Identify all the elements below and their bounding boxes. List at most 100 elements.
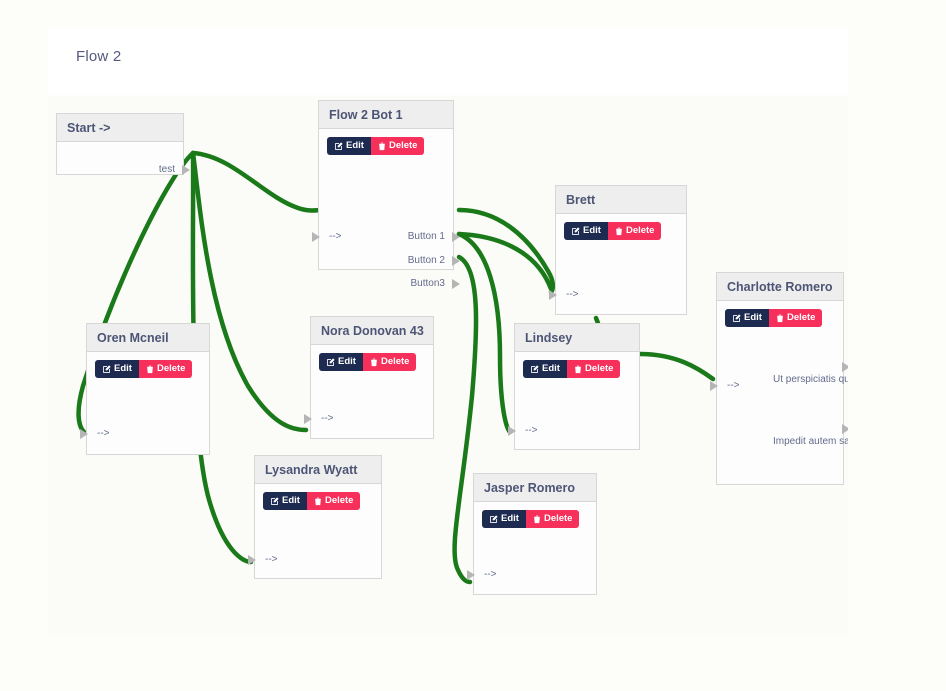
output-port-button-3[interactable]: Button3: [411, 278, 460, 289]
edit-button-label: Edit: [501, 513, 519, 525]
input-port-label: -->: [265, 554, 278, 565]
delete-button[interactable]: Delete: [370, 137, 425, 155]
port-arrow-icon: [452, 278, 460, 289]
trash-icon: [533, 515, 541, 524]
node-header: Lysandra Wyatt: [255, 456, 381, 484]
node-body: Edit Delete -->: [508, 352, 639, 449]
edit-button[interactable]: Edit: [523, 360, 567, 378]
delete-button[interactable]: Delete: [768, 309, 823, 327]
edit-button-label: Edit: [282, 495, 300, 507]
port-arrow-icon: [182, 164, 190, 175]
edit-button[interactable]: Edit: [482, 510, 526, 528]
output-port-1[interactable]: Ut perspiciatis qua: [772, 361, 848, 386]
node-oren-mcneil[interactable]: Oren Mcneil Edit Delete -->: [80, 323, 210, 455]
delete-button-label: Delete: [584, 363, 614, 375]
node-header: Nora Donovan 43: [311, 317, 433, 345]
port-arrow-icon: [304, 413, 312, 424]
input-port-label: -->: [484, 569, 497, 580]
trash-icon: [378, 142, 386, 151]
input-port-label: -->: [97, 428, 110, 439]
input-port[interactable]: -->: [312, 231, 342, 242]
trash-icon: [370, 358, 378, 367]
node-lindsey[interactable]: Lindsey Edit Delete -->: [508, 323, 640, 450]
input-port[interactable]: -->: [80, 428, 110, 439]
delete-button-label: Delete: [388, 140, 418, 152]
edit-button[interactable]: Edit: [564, 222, 608, 240]
edit-button-label: Edit: [338, 356, 356, 368]
page-title: Flow 2: [76, 48, 122, 65]
edit-button[interactable]: Edit: [319, 353, 363, 371]
output-port-label: Button 1: [407, 231, 445, 242]
output-port-button-2[interactable]: Button 2: [408, 255, 460, 266]
delete-button-label: Delete: [786, 312, 816, 324]
edge-lindsey-to-charlotte: [637, 351, 716, 382]
node-title: Flow 2 Bot 1: [329, 107, 403, 122]
node-header: Charlotte Romero: [717, 273, 843, 301]
delete-button[interactable]: Delete: [138, 360, 193, 378]
output-port-label: Button3: [410, 278, 445, 289]
output-port-button-1[interactable]: Button 1: [408, 231, 460, 242]
node-title: Lysandra Wyatt: [265, 462, 358, 477]
pencil-square-icon: [530, 364, 539, 374]
delete-button-label: Delete: [625, 225, 655, 237]
edit-button-label: Edit: [542, 363, 560, 375]
output-port-test[interactable]: test: [159, 164, 190, 175]
trash-icon: [615, 227, 623, 236]
flow-canvas[interactable]: Start -> test Flow 2 Bot 1 Edit: [48, 96, 848, 635]
input-port[interactable]: -->: [508, 425, 538, 436]
delete-button[interactable]: Delete: [566, 360, 621, 378]
port-arrow-icon: [248, 554, 256, 565]
node-actions: Edit Delete: [311, 353, 433, 371]
output-port-2[interactable]: Impedit autem sapie: [772, 423, 848, 448]
delete-button-label: Delete: [380, 356, 410, 368]
edit-button-label: Edit: [114, 363, 132, 375]
node-brett[interactable]: Brett Edit Delete -->: [549, 185, 687, 315]
node-body: Edit Delete -->: [80, 352, 209, 454]
port-arrow-icon: [842, 423, 848, 434]
input-port[interactable]: -->: [549, 289, 579, 300]
node-start[interactable]: Start -> test: [56, 113, 190, 175]
node-actions: Edit Delete: [515, 360, 639, 378]
pencil-square-icon: [102, 364, 111, 374]
pencil-square-icon: [334, 141, 343, 151]
node-nora-donovan-43[interactable]: Nora Donovan 43 Edit Delete -->: [304, 316, 434, 439]
edge-button2-to-brett: [456, 231, 554, 292]
delete-button[interactable]: Delete: [607, 222, 662, 240]
node-actions: Edit Delete: [556, 222, 686, 240]
input-port[interactable]: -->: [248, 554, 278, 565]
input-port[interactable]: -->: [467, 569, 497, 580]
port-arrow-icon: [710, 380, 718, 391]
node-header: Flow 2 Bot 1: [319, 101, 453, 129]
port-arrow-icon: [80, 428, 88, 439]
edit-button[interactable]: Edit: [327, 137, 371, 155]
node-actions: Edit Delete: [717, 309, 843, 327]
delete-button[interactable]: Delete: [362, 353, 417, 371]
node-flow-2-bot-1[interactable]: Flow 2 Bot 1 Edit Delete -->: [312, 100, 460, 289]
pencil-square-icon: [571, 226, 580, 236]
input-port-label: -->: [566, 289, 579, 300]
delete-button[interactable]: Delete: [525, 510, 580, 528]
edit-button-label: Edit: [583, 225, 601, 237]
edit-button[interactable]: Edit: [725, 309, 769, 327]
edit-button[interactable]: Edit: [95, 360, 139, 378]
edge-start-to-nora: [190, 150, 309, 433]
port-arrow-icon: [312, 231, 320, 242]
node-actions: Edit Delete: [319, 137, 453, 155]
node-body: Edit Delete -->: [304, 345, 433, 438]
input-port[interactable]: -->: [710, 380, 740, 391]
delete-button[interactable]: Delete: [306, 492, 361, 510]
node-body: Edit Delete --> Button 1: [312, 129, 460, 289]
trash-icon: [314, 497, 322, 506]
trash-icon: [146, 365, 154, 374]
output-port-label: Button 2: [407, 255, 445, 266]
input-port-label: -->: [329, 231, 342, 242]
edit-button[interactable]: Edit: [263, 492, 307, 510]
port-arrow-icon: [549, 289, 557, 300]
input-port[interactable]: -->: [304, 413, 334, 424]
node-body: Edit Delete -->: [467, 502, 596, 594]
node-jasper-romero[interactable]: Jasper Romero Edit Delete -->: [467, 473, 597, 595]
node-header: Oren Mcneil: [87, 324, 209, 352]
node-lysandra-wyatt[interactable]: Lysandra Wyatt Edit Delete -->: [248, 455, 382, 579]
node-charlotte-romero[interactable]: Charlotte Romero Edit Delete -->: [710, 272, 848, 485]
